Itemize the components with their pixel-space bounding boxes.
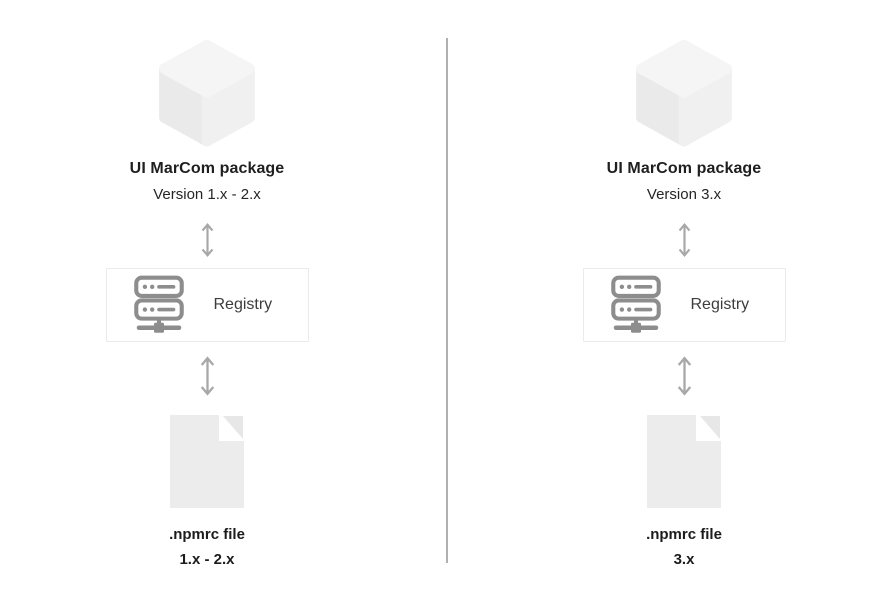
server-icon: [604, 275, 668, 335]
registry-label: Registry: [690, 296, 750, 313]
registry-label: Registry: [213, 296, 273, 313]
file-title: .npmrc file: [169, 526, 245, 543]
server-icon: [127, 275, 191, 335]
package-version: Version 1.x - 2.x: [153, 186, 261, 203]
file-version: 3.x: [673, 551, 695, 568]
package-cube-icon: [151, 38, 263, 150]
package-version: Version 3.x: [646, 186, 722, 203]
updown-arrow-icon: [199, 222, 216, 258]
updown-arrow-icon: [199, 355, 216, 397]
updown-arrow-icon: [676, 222, 693, 258]
package-title: UI MarCom package: [129, 160, 285, 177]
updown-arrow-icon: [676, 355, 693, 397]
file-icon: [647, 415, 721, 508]
package-cube-icon: [628, 38, 740, 150]
registry-card: Registry: [582, 268, 786, 342]
column-current: UI MarCom package Version 3.x: [461, 0, 893, 609]
file-title: .npmrc file: [646, 526, 722, 543]
vertical-divider: [446, 38, 448, 563]
package-title: UI MarCom package: [606, 160, 762, 177]
registry-card: Registry: [105, 268, 309, 342]
column-legacy: UI MarCom package Version 1.x - 2.x: [0, 0, 430, 609]
file-version: 1.x - 2.x: [179, 551, 235, 568]
file-icon: [170, 415, 244, 508]
